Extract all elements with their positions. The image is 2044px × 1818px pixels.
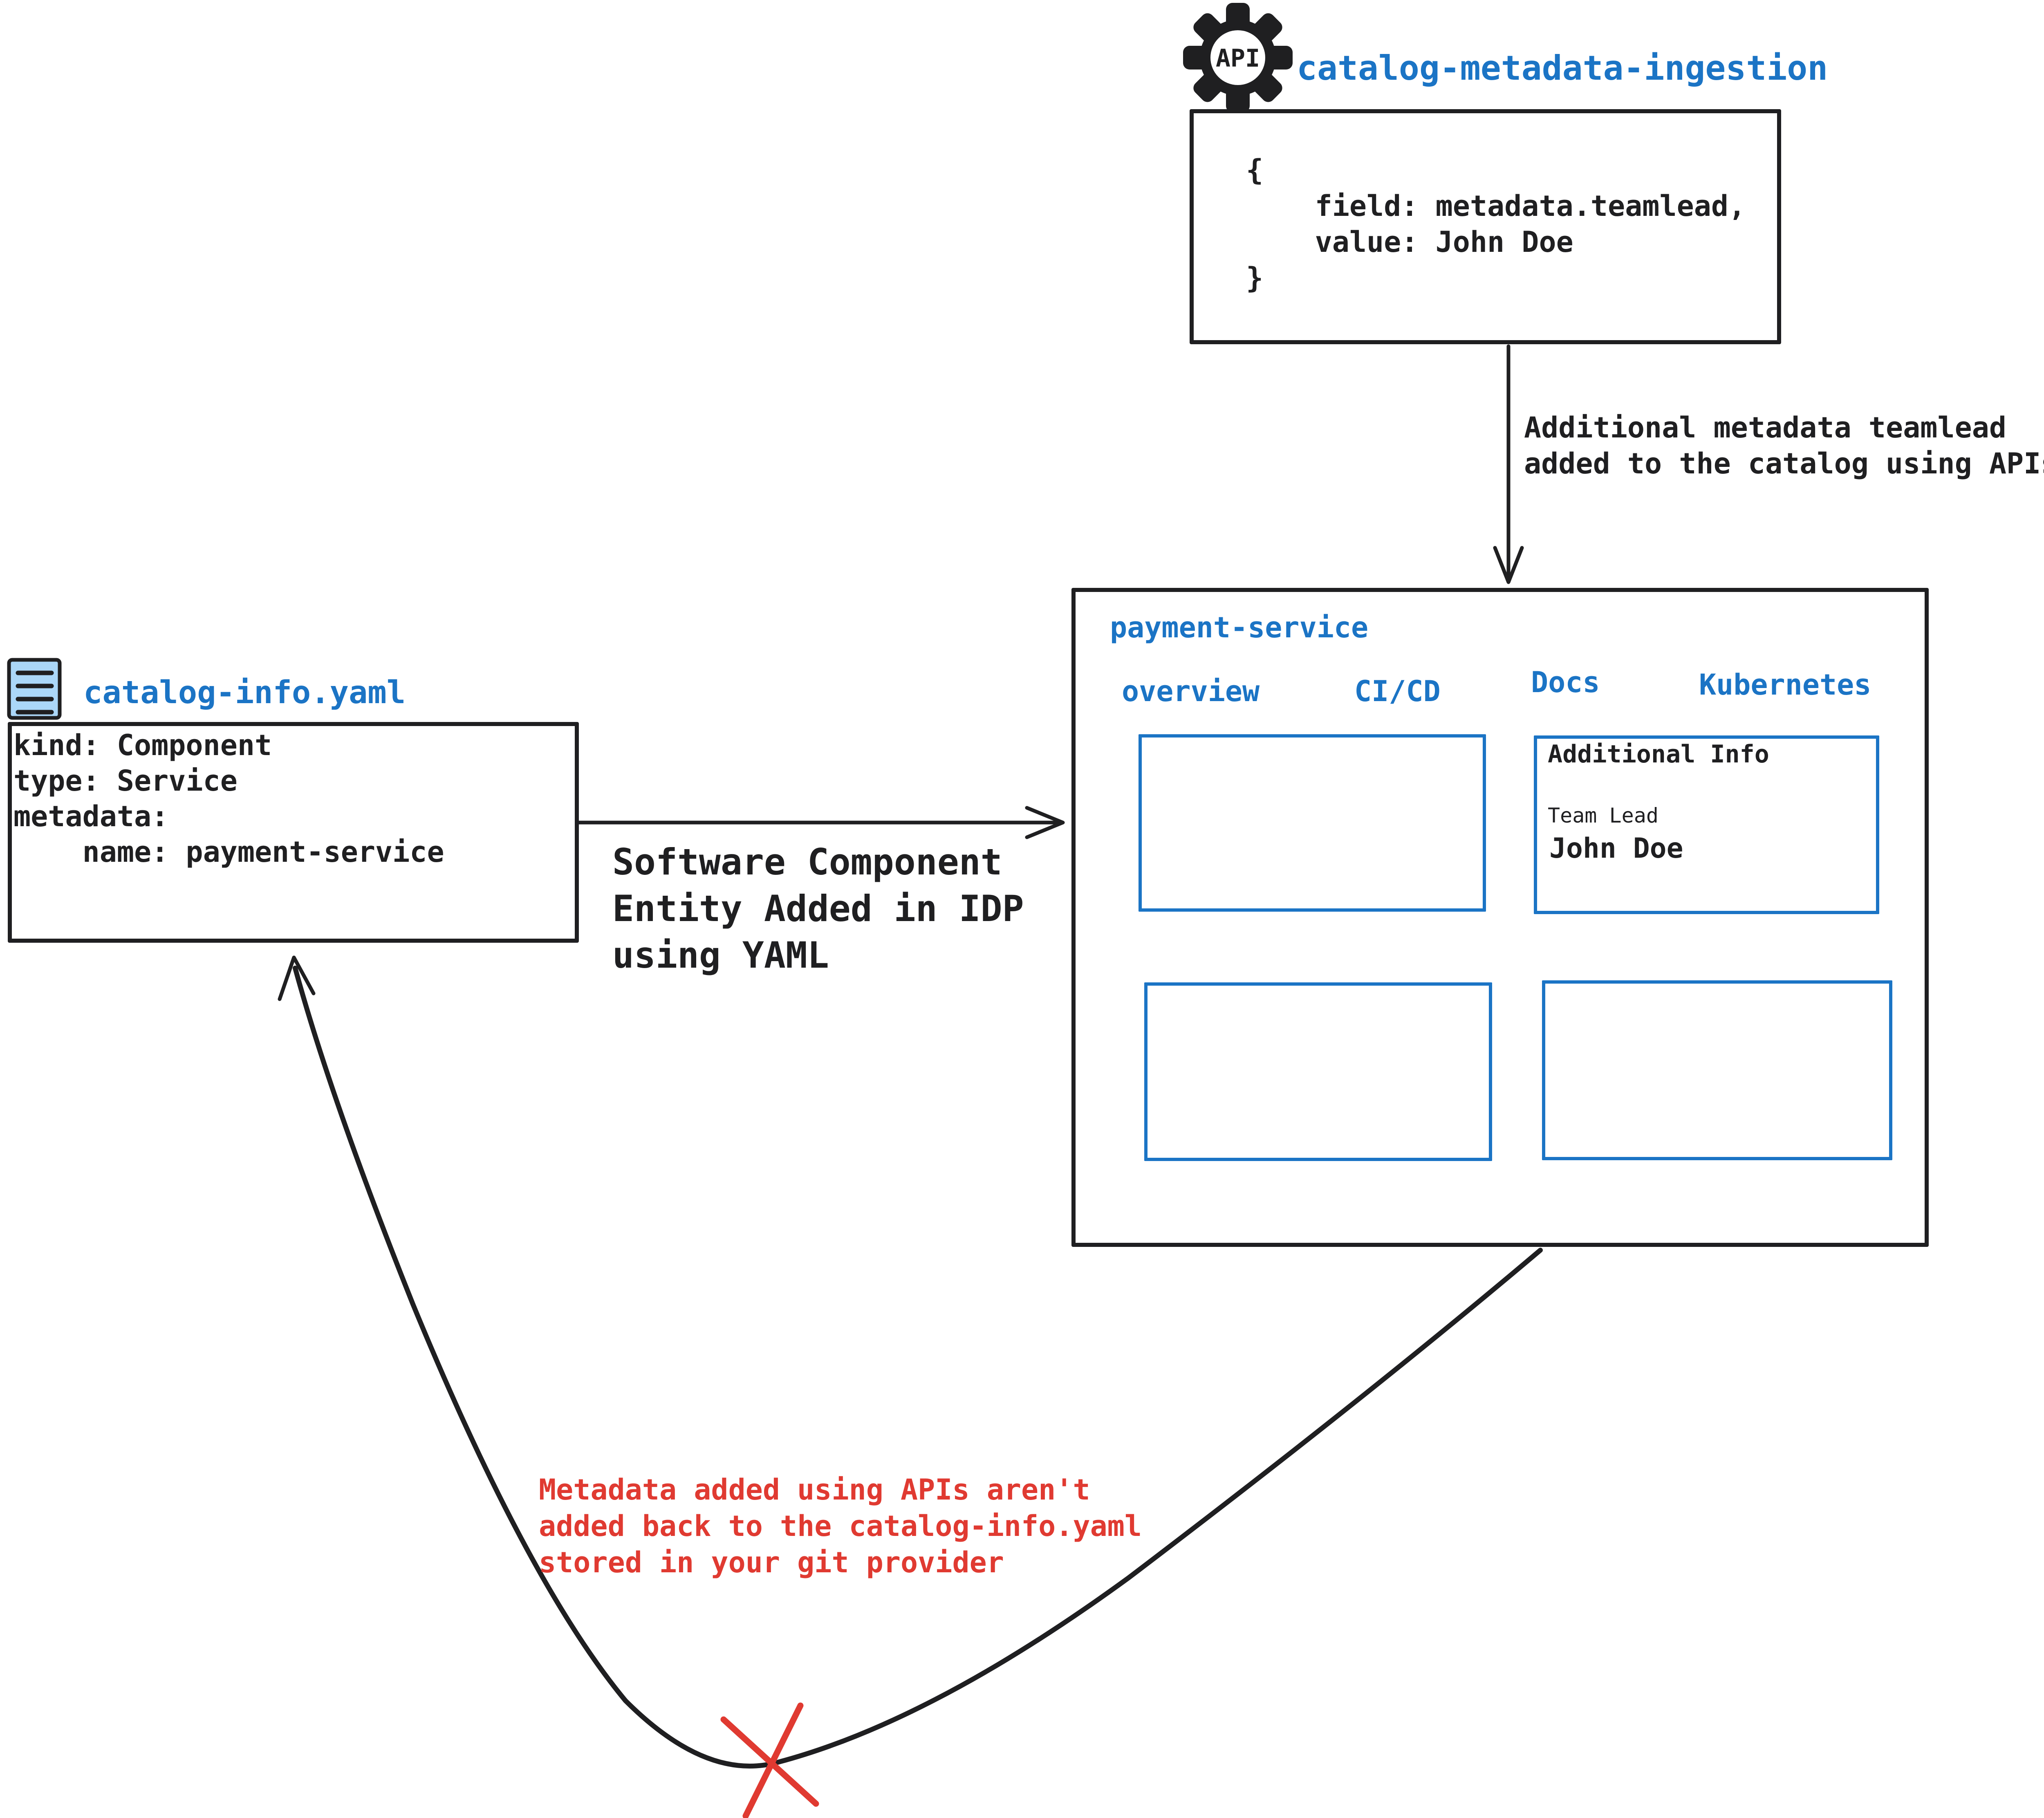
tab-kubernetes[interactable]: Kubernetes	[1699, 668, 1871, 702]
arrow-api-to-portal	[1493, 344, 1524, 584]
annotation-no-writeback: Metadata added using APIs aren't added b…	[539, 1472, 1142, 1581]
tab-docs[interactable]: Docs	[1531, 666, 1600, 699]
document-icon	[7, 658, 62, 720]
api-service-title: catalog-metadata-ingestion	[1297, 48, 1828, 88]
code-line: metadata:	[13, 800, 169, 833]
code-line: }	[1246, 261, 1264, 295]
annotation-line: Metadata added using APIs aren't	[539, 1473, 1090, 1506]
annotation-line: Entity Added in IDP	[612, 888, 1024, 930]
api-request-box	[1190, 109, 1781, 344]
annotation-api-to-catalog: Additional metadata teamlead added to th…	[1524, 410, 2044, 482]
bottom-left-panel	[1144, 982, 1492, 1161]
code-line: field: metadata.teamlead,	[1246, 189, 1746, 223]
rejection-x-icon	[720, 1702, 819, 1818]
bottom-right-panel	[1542, 980, 1892, 1160]
code-line: value: John Doe	[1246, 225, 1573, 259]
gear-api-label: API	[1216, 44, 1260, 73]
code-line: {	[1246, 153, 1264, 187]
annotation-line: added back to the catalog-info.yaml	[539, 1509, 1142, 1543]
additional-info-heading: Additional Info	[1548, 740, 1769, 769]
team-lead-value: John Doe	[1549, 832, 1683, 865]
api-request-code: { field: metadata.teamlead, value: John …	[1246, 152, 1746, 296]
annotation-line: added to the catalog using APIs	[1524, 447, 2044, 480]
tab-cicd[interactable]: CI/CD	[1354, 675, 1441, 708]
idp-portal-title: payment-service	[1110, 611, 1369, 644]
yaml-file-title: catalog-info.yaml	[83, 675, 406, 711]
code-line: name: payment-service	[13, 835, 444, 869]
overview-panel	[1139, 734, 1486, 912]
arrow-yaml-to-portal	[577, 806, 1065, 839]
code-line: kind: Component	[13, 729, 272, 762]
annotation-line: Software Component	[612, 841, 1002, 883]
annotation-line: stored in your git provider	[539, 1546, 1004, 1579]
annotation-line: Additional metadata teamlead	[1524, 411, 2007, 444]
yaml-file-box	[8, 722, 579, 943]
tab-overview[interactable]: overview	[1122, 675, 1260, 708]
annotation-yaml-to-idp: Software Component Entity Added in IDP u…	[612, 839, 1024, 979]
annotation-line: using YAML	[612, 934, 829, 976]
gear-api-icon: API	[1183, 3, 1293, 112]
yaml-file-code: kind: Component type: Service metadata: …	[13, 728, 444, 870]
code-line: type: Service	[13, 764, 238, 798]
additional-info-panel	[1534, 735, 1879, 914]
team-lead-label: Team Lead	[1548, 804, 1659, 827]
